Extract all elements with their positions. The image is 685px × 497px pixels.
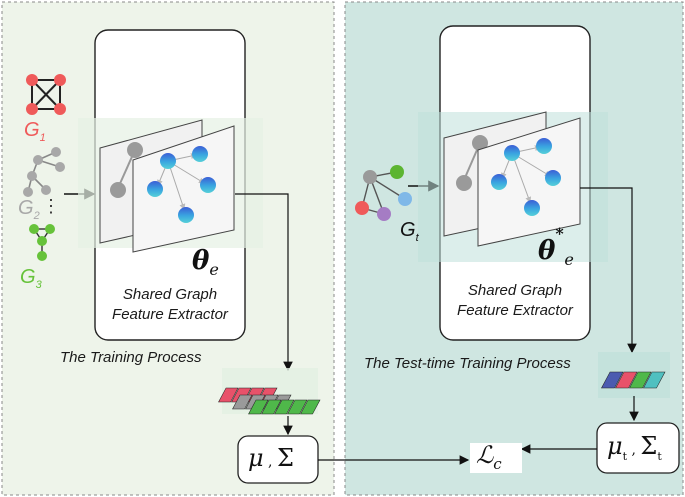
- stats-text-test: μt , Σt: [607, 432, 662, 463]
- graph-g2-icon: [23, 147, 65, 197]
- graph-g3-icon: [29, 224, 55, 261]
- extractor-to-embed-arrow-train: [235, 193, 293, 372]
- graph-g3-label: G3: [20, 266, 42, 291]
- extractor-to-embed-arrow-test: [580, 187, 637, 354]
- extractor-label-test: Shared Graph Feature Extractor: [457, 282, 573, 319]
- feature-layer-front-train: [132, 125, 235, 253]
- graph-g1-label: G1: [24, 119, 46, 144]
- graph-g1-icon: [26, 74, 66, 115]
- graph-ellipsis: ⋮: [42, 196, 60, 216]
- training-caption: The Training Process: [60, 349, 202, 366]
- theta-e-star-test: θ * e: [538, 224, 574, 270]
- stats-text-train: μ , Σ: [248, 444, 294, 472]
- graph-gt-icon: [355, 165, 412, 221]
- embedding-strip-test: [598, 352, 670, 398]
- extractor-label-train: Shared Graph Feature Extractor: [112, 286, 228, 323]
- loss-box: [470, 443, 522, 473]
- loss-label: ℒc: [476, 441, 502, 473]
- embedding-strips-train: [218, 368, 321, 415]
- theta-e-train: θe: [192, 246, 219, 280]
- feature-layer-front-test: [477, 117, 581, 247]
- test-caption: The Test-time Training Process: [364, 355, 571, 372]
- graph-gt-label: Gt: [400, 219, 419, 244]
- stats-box-test: [596, 422, 680, 474]
- graph-g2-label: G2: [18, 197, 40, 222]
